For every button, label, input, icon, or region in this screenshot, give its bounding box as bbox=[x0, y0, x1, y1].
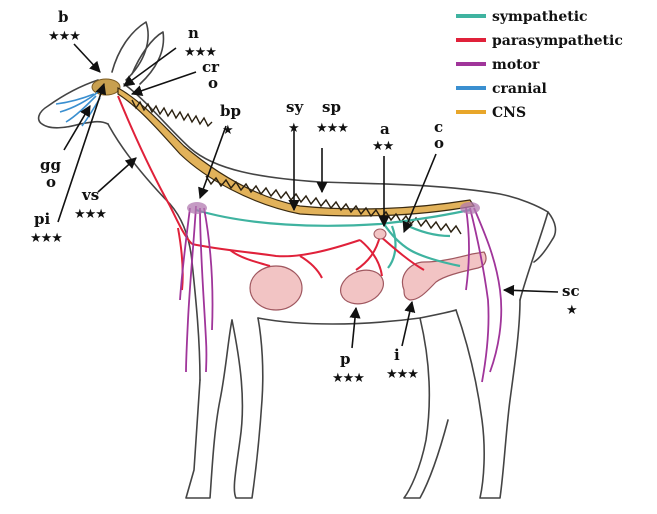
rump bbox=[520, 212, 555, 300]
cns bbox=[92, 79, 474, 234]
svg-text:gg: gg bbox=[40, 156, 61, 174]
label-sp: sp ★★★ bbox=[316, 98, 348, 136]
svg-text:p: p bbox=[340, 350, 351, 368]
svg-text:motor: motor bbox=[492, 57, 540, 73]
label-a: a ★★ bbox=[372, 120, 394, 154]
svg-text:vs: vs bbox=[81, 186, 99, 204]
arrow-gg bbox=[64, 106, 90, 150]
svg-text:sy: sy bbox=[286, 98, 304, 116]
sacral-plexus bbox=[460, 202, 480, 214]
brachial-plexus bbox=[187, 202, 207, 214]
label-sy: sy ★ bbox=[286, 98, 304, 136]
svg-text:★★★: ★★★ bbox=[386, 367, 418, 382]
foreleg-2 bbox=[232, 318, 263, 498]
label-pi: pi ★★★ bbox=[30, 210, 62, 246]
legend-item-cns: CNS bbox=[456, 105, 526, 121]
arrow-b bbox=[74, 44, 100, 72]
svg-text:★★★: ★★★ bbox=[30, 231, 62, 246]
legend-item-parasympathetic: parasympathetic bbox=[456, 33, 623, 49]
arrow-n bbox=[124, 48, 176, 86]
svg-text:a: a bbox=[380, 120, 390, 138]
svg-text:★★★: ★★★ bbox=[316, 121, 348, 136]
arrow-c bbox=[404, 154, 436, 232]
svg-text:b: b bbox=[58, 8, 69, 26]
foreleg bbox=[186, 320, 232, 498]
legend-item-motor: motor bbox=[456, 57, 540, 73]
svg-text:n: n bbox=[188, 24, 199, 42]
svg-text:★: ★ bbox=[222, 123, 233, 138]
label-c: c o bbox=[434, 118, 444, 152]
label-b: b ★★★ bbox=[48, 8, 80, 44]
label-bp: bp ★ bbox=[220, 102, 241, 138]
svg-text:pi: pi bbox=[34, 210, 50, 228]
svg-text:★★★: ★★★ bbox=[332, 371, 364, 386]
belly-line bbox=[258, 310, 456, 324]
label-cr: cr o bbox=[202, 58, 220, 92]
svg-text:sc: sc bbox=[562, 282, 580, 300]
label-p: p ★★★ bbox=[332, 350, 364, 386]
legend: sympathetic parasympathetic motor crania… bbox=[456, 9, 623, 121]
svg-text:sp: sp bbox=[322, 98, 341, 116]
svg-text:bp: bp bbox=[220, 102, 241, 120]
sympathetic-nerves bbox=[196, 210, 470, 268]
organ-stomach bbox=[250, 266, 302, 310]
svg-text:cranial: cranial bbox=[492, 81, 547, 97]
arrow-i bbox=[402, 302, 412, 346]
label-sc: sc ★ bbox=[562, 282, 580, 318]
svg-text:o: o bbox=[208, 74, 218, 92]
legend-item-sympathetic: sympathetic bbox=[456, 9, 588, 25]
svg-text:o: o bbox=[434, 134, 444, 152]
svg-text:★: ★ bbox=[566, 303, 577, 318]
svg-text:★★★: ★★★ bbox=[48, 29, 80, 44]
adrenal-organ bbox=[374, 229, 386, 239]
arrow-vs bbox=[98, 158, 136, 192]
arrow-sc bbox=[504, 290, 558, 292]
svg-text:parasympathetic: parasympathetic bbox=[492, 33, 623, 49]
organ-intestine bbox=[402, 252, 486, 300]
label-n: n ★★★ bbox=[184, 24, 216, 60]
label-vs: vs ★★★ bbox=[74, 186, 106, 222]
svg-text:★: ★ bbox=[288, 121, 299, 136]
svg-text:★★: ★★ bbox=[372, 139, 394, 154]
svg-text:★★★: ★★★ bbox=[74, 207, 106, 222]
svg-text:i: i bbox=[394, 346, 400, 364]
hind-leg-2 bbox=[404, 318, 448, 498]
svg-text:CNS: CNS bbox=[492, 105, 526, 121]
legend-item-cranial: cranial bbox=[456, 81, 547, 97]
label-i: i ★★★ bbox=[386, 346, 418, 382]
svg-text:sympathetic: sympathetic bbox=[492, 9, 588, 25]
label-gg: gg o bbox=[40, 156, 61, 191]
svg-text:o: o bbox=[46, 173, 56, 191]
ear-left bbox=[112, 22, 148, 80]
arrow-p bbox=[352, 308, 356, 348]
